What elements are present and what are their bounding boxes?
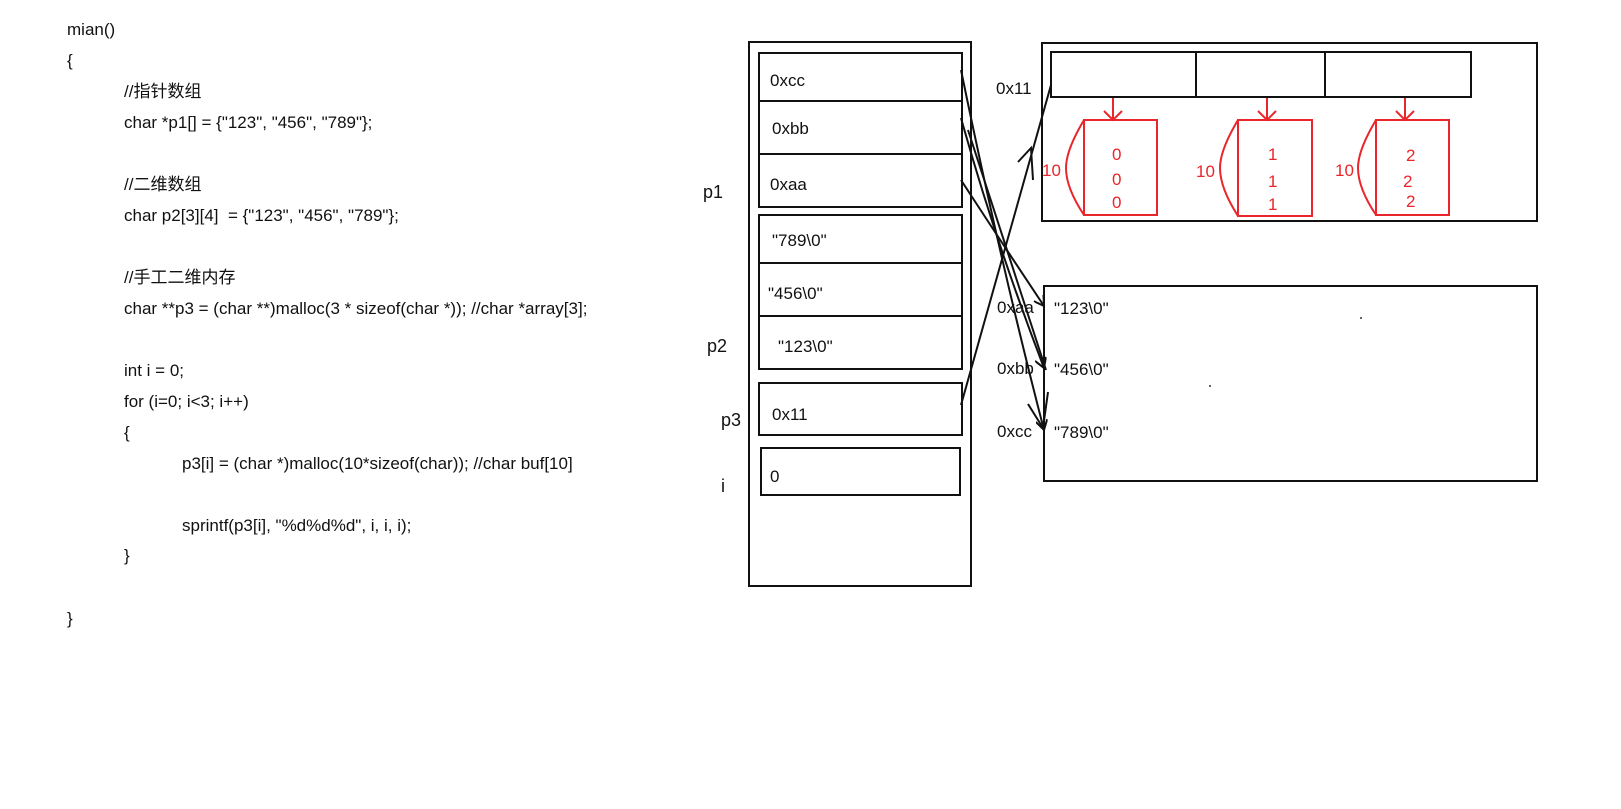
constant-region: 0xaa "123\0" 0xbb "456\0" 0xcc "789\0" xyxy=(997,285,1538,482)
stack-value-0x11: 0x11 xyxy=(772,405,808,424)
heap-buffer-0 xyxy=(1083,119,1158,216)
code-line-2: { xyxy=(67,51,73,70)
arrow-stroke-extra-1 xyxy=(967,129,1047,371)
arrow-0xaa xyxy=(960,179,1044,306)
heap-buffer-arrows xyxy=(1103,98,1415,122)
var-label-i: i xyxy=(721,476,725,496)
const-address-0xcc: 0xcc xyxy=(997,422,1032,441)
buffer-2-digit-0: 2 xyxy=(1406,146,1415,165)
code-line-p2-decl: char p2[3][4] = {"123", "456", "789"}; xyxy=(124,206,399,225)
buffer-0-digit-0: 0 xyxy=(1112,145,1121,164)
stack-value-0xaa: 0xaa xyxy=(770,175,807,194)
stack-value-123: "123\0" xyxy=(778,337,833,356)
code-line-sprintf: sprintf(p3[i], "%d%d%d", i, i, i); xyxy=(182,516,412,535)
code-line-for: for (i=0; i<3; i++) xyxy=(124,392,249,411)
heap-pointer-slot-1 xyxy=(1195,51,1326,98)
code-line-1: mian() xyxy=(67,20,116,39)
code-line-close-brace: } xyxy=(124,546,130,565)
buffer-0-digit-2: 0 xyxy=(1112,193,1121,212)
stack-cell-p3 xyxy=(758,382,963,436)
buffer-size-0: 10 xyxy=(1042,161,1061,180)
stack-value-789: "789\0" xyxy=(772,231,827,250)
code-line-end: } xyxy=(67,609,73,628)
code-line-p3-malloc: char **p3 = (char **)malloc(3 * sizeof(c… xyxy=(124,299,588,318)
const-value-789: "789\0" xyxy=(1054,423,1109,442)
stack-value-456: "456\0" xyxy=(768,284,823,303)
stack-value-i: 0 xyxy=(770,467,779,486)
code-comment-pointer-array: //指针数组 xyxy=(124,82,202,101)
buffer-1-digit-1: 1 xyxy=(1268,172,1277,191)
buffer-brace-2 xyxy=(1356,119,1377,216)
buffer-size-1: 10 xyxy=(1196,162,1215,181)
code-comment-2d-array: //二维数组 xyxy=(124,175,202,194)
buffer-1-digit-0: 1 xyxy=(1268,145,1277,164)
heap-buffer-1 xyxy=(1237,119,1313,217)
buffer-size-2: 10 xyxy=(1335,161,1354,180)
buffer-2-digit-1: 2 xyxy=(1403,172,1412,191)
heap-address-label: 0x11 xyxy=(996,79,1032,98)
const-value-456: "456\0" xyxy=(1054,360,1109,379)
arrow-stroke-extra-2 xyxy=(1027,391,1049,431)
var-label-p1: p1 xyxy=(703,182,723,202)
stack-value-0xbb: 0xbb xyxy=(772,119,809,138)
var-label-p2: p2 xyxy=(707,336,727,356)
code-line-int-i: int i = 0; xyxy=(124,361,185,380)
heap-pointer-slot-2 xyxy=(1324,51,1472,98)
stack-frame: 0xcc 0xbb 0xaa "789\0" "456\0" "123\0" 0… xyxy=(748,41,972,587)
code-line-p1-decl: char *p1[] = {"123", "456", "789"}; xyxy=(124,113,373,132)
stack-cell-i xyxy=(760,447,961,496)
heap-buffer-text: 10 10 10 0 0 0 1 1 1 2 2 2 xyxy=(1042,145,1415,214)
stack-value-0xcc: 0xcc xyxy=(770,71,805,90)
buffer-2-digit-2: 2 xyxy=(1406,192,1415,211)
code-comment-manual-2d: //手工二维内存 xyxy=(124,268,236,287)
const-value-123: "123\0" xyxy=(1054,299,1109,318)
heap-pointer-slot-0 xyxy=(1050,51,1197,98)
stack-cell-p2-2 xyxy=(758,315,963,370)
buffer-brace-0 xyxy=(1064,119,1085,216)
heap-buffers xyxy=(1064,119,1450,217)
arrow-0xbb xyxy=(960,117,1044,368)
buffer-brace-1 xyxy=(1218,119,1239,217)
buffer-1-digit-2: 1 xyxy=(1268,195,1277,214)
variable-labels: p1 p2 p3 i xyxy=(703,182,741,496)
var-label-p3: p3 xyxy=(721,410,741,430)
code-line-p3i-malloc: p3[i] = (char *)malloc(10*sizeof(char));… xyxy=(182,454,573,473)
pointer-arrows xyxy=(960,69,1052,431)
arrow-0x11-head xyxy=(1017,145,1034,181)
const-address-0xbb: 0xbb xyxy=(997,359,1034,378)
arrow-0xcc xyxy=(960,69,1044,430)
heap-region: 0x11 10 10 10 0 0 0 xyxy=(996,42,1538,222)
heap-buffer-2 xyxy=(1375,119,1450,216)
code-line-open-brace: { xyxy=(124,423,130,442)
buffer-0-digit-1: 0 xyxy=(1112,170,1121,189)
